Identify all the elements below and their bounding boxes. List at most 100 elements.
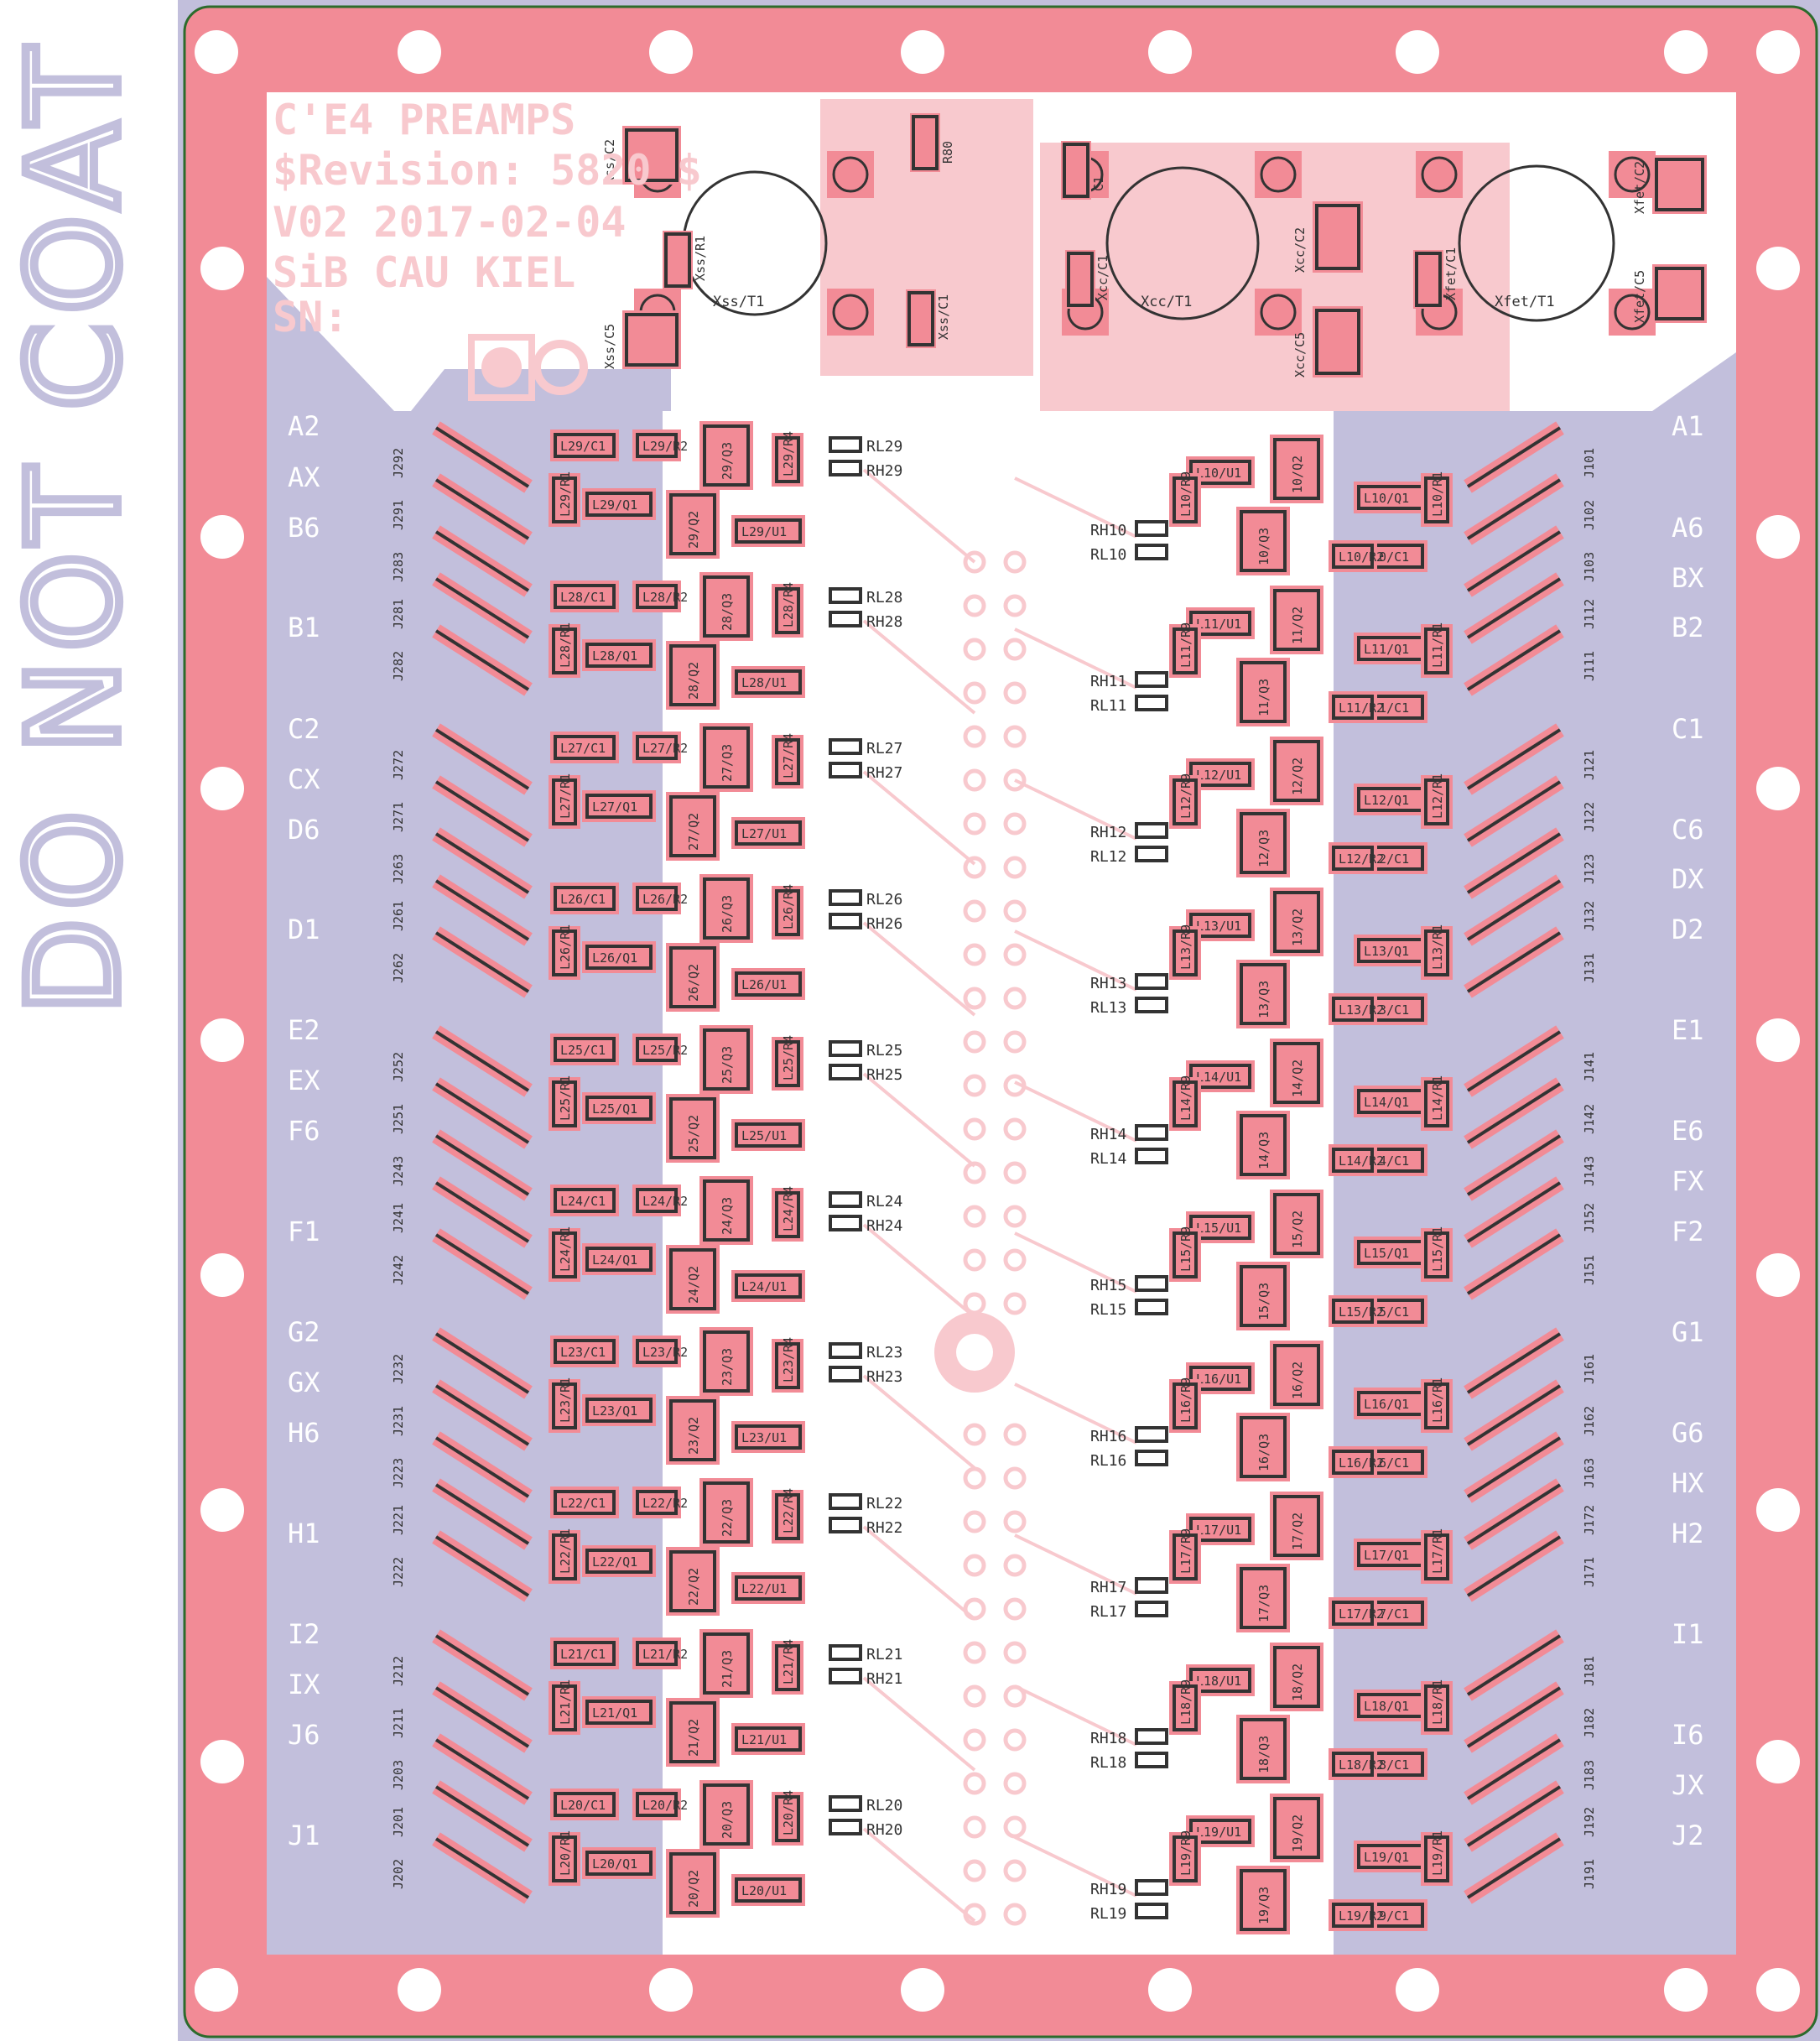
connector-label: J211 [391, 1708, 406, 1738]
gear-logo-icon [533, 340, 588, 395]
test-point-label: RL15 [1090, 1301, 1126, 1319]
component-outline [1424, 1382, 1449, 1429]
component-outline [585, 1096, 653, 1121]
component-outline [1240, 1114, 1287, 1176]
connector: J182 [1464, 1681, 1597, 1753]
component-outline [735, 518, 802, 544]
test-point-label: RH27 [866, 764, 902, 782]
component-label: L25/R4 [781, 1035, 796, 1080]
component-label: L20/U1 [741, 1883, 787, 1898]
connector: J231 [391, 1379, 533, 1451]
connector: J281 [391, 572, 533, 644]
component-outline [585, 945, 653, 970]
component-outline [1332, 1148, 1374, 1173]
transistor-label: Xss/T1 [713, 294, 764, 310]
edge-pad-label: EX [288, 1065, 320, 1096]
connector-label: J291 [391, 500, 406, 530]
component-label: L19/R9 [1178, 1830, 1193, 1876]
edge-pad-right: G6 [1669, 1414, 1711, 1449]
connector: J192 [1464, 1780, 1597, 1852]
component-label: L25/R1 [558, 1075, 573, 1121]
trace [862, 1072, 976, 1168]
capacitor-pad [1652, 155, 1707, 214]
component-outline [1189, 1064, 1251, 1089]
component-outline [636, 1037, 678, 1062]
component-label: L17/R1 [1430, 1528, 1445, 1574]
trace [1014, 1684, 1137, 1747]
component-pad [1236, 1413, 1290, 1481]
edge-pad [1669, 1616, 1711, 1649]
connector: J171 [1464, 1530, 1597, 1602]
component-outline [1332, 1450, 1374, 1475]
mount-hole [200, 515, 244, 559]
transistor-label: Xfet/T1 [1495, 294, 1555, 310]
component-label: L29/R2 [642, 439, 688, 454]
header-line5: SN: [273, 293, 348, 341]
component-pad [666, 1094, 720, 1163]
component-outline [1173, 929, 1198, 976]
connector-outline [1466, 879, 1562, 941]
test-point-label: RH29 [866, 462, 902, 480]
connector-outline [434, 530, 530, 592]
component-label: L25/C1 [560, 1043, 606, 1058]
component-label: 12/Q2 [1290, 758, 1305, 795]
connector: J112 [1464, 572, 1597, 644]
test-point-label: RL16 [1090, 1452, 1126, 1470]
via [963, 1030, 986, 1054]
component-label: 21/Q2 [686, 1719, 701, 1757]
component-outline [1173, 476, 1198, 523]
connector-label: J231 [391, 1406, 406, 1436]
edge-pad-label: E6 [1672, 1115, 1704, 1147]
component-label: L16/U1 [1196, 1372, 1241, 1387]
test-point-label: RL19 [1090, 1905, 1126, 1923]
test-point-label: RH21 [866, 1670, 902, 1688]
connector-outline [434, 1634, 530, 1696]
connector: J202 [391, 1832, 533, 1904]
trace [1014, 476, 1137, 539]
mount-hole [1148, 1968, 1192, 2012]
edge-pad-right: D2 [1669, 911, 1711, 945]
connector-outline [434, 1436, 530, 1498]
component-outline [552, 1684, 577, 1731]
test-point [1135, 1601, 1168, 1617]
connector: J222 [391, 1530, 533, 1602]
connector-label: J141 [1582, 1052, 1597, 1082]
mount-hole [1756, 247, 1800, 290]
component-outline [1424, 1080, 1449, 1127]
edge-pad-left: GX [285, 1364, 327, 1398]
component-outline [1240, 963, 1287, 1025]
component-label: L18/R2 [1339, 1757, 1384, 1773]
component-outline [552, 1835, 577, 1882]
component-outline [775, 1040, 800, 1087]
edge-pad-right: H2 [1669, 1515, 1711, 1549]
test-point [829, 1795, 862, 1812]
capacitor-pad [622, 310, 681, 369]
component-pad [1270, 888, 1323, 956]
edge-pad [1669, 1465, 1711, 1498]
connector-label: J101 [1582, 448, 1597, 478]
test-point-label: RH20 [866, 1821, 902, 1839]
component-label: L15/Q1 [1364, 1246, 1409, 1261]
component-outline [1273, 891, 1320, 953]
connector: J232 [391, 1327, 533, 1399]
connector-outline [434, 629, 530, 691]
component-label: L14/R9 [1178, 1075, 1193, 1121]
test-point-label: RL27 [866, 740, 902, 758]
connector-outline [1466, 1686, 1562, 1748]
component-outline [1240, 1416, 1287, 1478]
connector-label: J271 [391, 802, 406, 832]
component-label: 25/Q3 [720, 1046, 735, 1084]
connector: J152 [1464, 1176, 1597, 1248]
component-outline [703, 1632, 750, 1695]
connector-outline [1466, 931, 1562, 993]
connector-outline [434, 478, 530, 540]
component-outline [1173, 1835, 1198, 1882]
test-point-label: RL24 [866, 1193, 902, 1211]
via [1003, 768, 1027, 792]
connector-outline [434, 1181, 530, 1243]
side-text-graphic: DO NOT COAT [0, 34, 134, 1019]
